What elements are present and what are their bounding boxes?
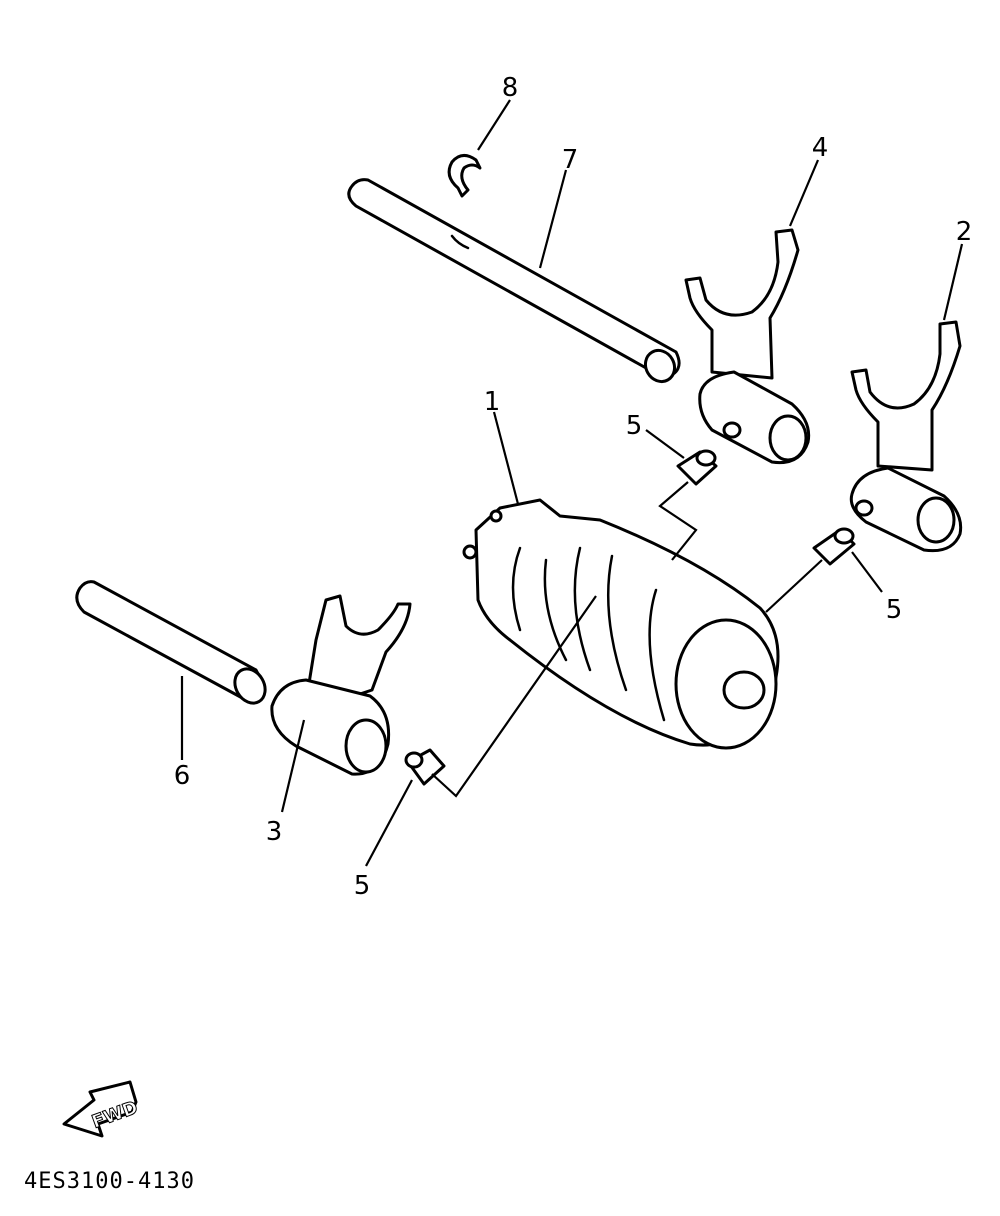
callout-8: 8 [502,73,519,103]
part-5-pin-lower [404,748,446,786]
part-1-shift-drum [462,498,780,750]
callout-4: 4 [812,133,829,163]
callout-5-upper: 5 [626,411,643,441]
part-4-shift-fork [684,228,811,465]
callout-5-lower: 5 [354,871,371,901]
part-3-shift-fork [270,594,412,776]
diagram-code: 4ES3100-4130 [24,1169,195,1194]
leader-lines [180,99,964,867]
fwd-arrow-icon: FWD [62,1080,141,1138]
part-5-pin-upper [676,449,718,486]
part-2-shift-fork [849,320,963,553]
part-7-guide-bar [347,178,681,384]
callout-2: 2 [956,217,973,247]
part-8-circlip [447,154,482,198]
callout-7: 7 [562,145,579,175]
callout-3: 3 [266,817,283,847]
callout-5-right: 5 [886,595,903,625]
part-6-guide-bar [75,580,267,705]
callout-6: 6 [174,761,191,791]
part-5-pin-right [812,527,856,566]
callout-numbers: 8 7 4 2 1 5 5 6 3 5 [174,73,973,901]
callout-1: 1 [484,387,501,417]
